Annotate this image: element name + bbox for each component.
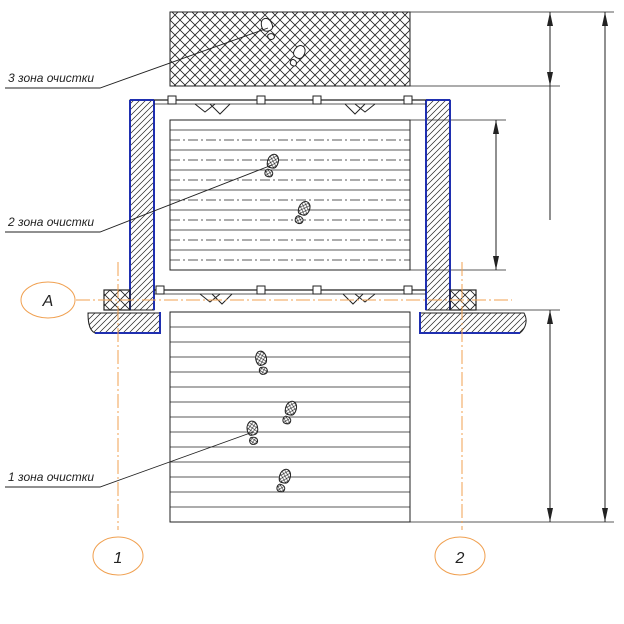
zone-2-mat	[169, 119, 411, 271]
axis-line-2: 2	[434, 262, 486, 576]
axis-2-label: 2	[455, 550, 465, 567]
axis-line-1: 1	[92, 262, 144, 576]
zone-1-label: 1 зона очистки	[8, 470, 94, 484]
zone-3-label: 3 зона очистки	[8, 71, 94, 85]
zone-3-callout: 3 зона очистки	[5, 27, 269, 89]
dimension-lines	[493, 12, 608, 522]
upper-door-frame	[154, 95, 426, 115]
zone-3-mat	[169, 11, 411, 87]
zone-1-callout: 1 зона очистки	[5, 431, 254, 488]
zone-2-label: 2 зона очистки	[7, 215, 94, 229]
lower-door-frame	[154, 285, 426, 305]
right-wall	[425, 99, 451, 311]
section-mark-label: A	[42, 293, 54, 310]
zone-3-footprint	[289, 45, 306, 67]
left-wall	[129, 99, 155, 311]
zone-1-mat	[169, 311, 411, 523]
zone-3-footprint	[260, 17, 275, 41]
left-floor-slab	[87, 289, 161, 334]
section-line-a: A	[20, 281, 512, 319]
axis-1-label: 1	[114, 550, 123, 567]
zone-2-callout: 2 зона очистки	[5, 164, 273, 233]
